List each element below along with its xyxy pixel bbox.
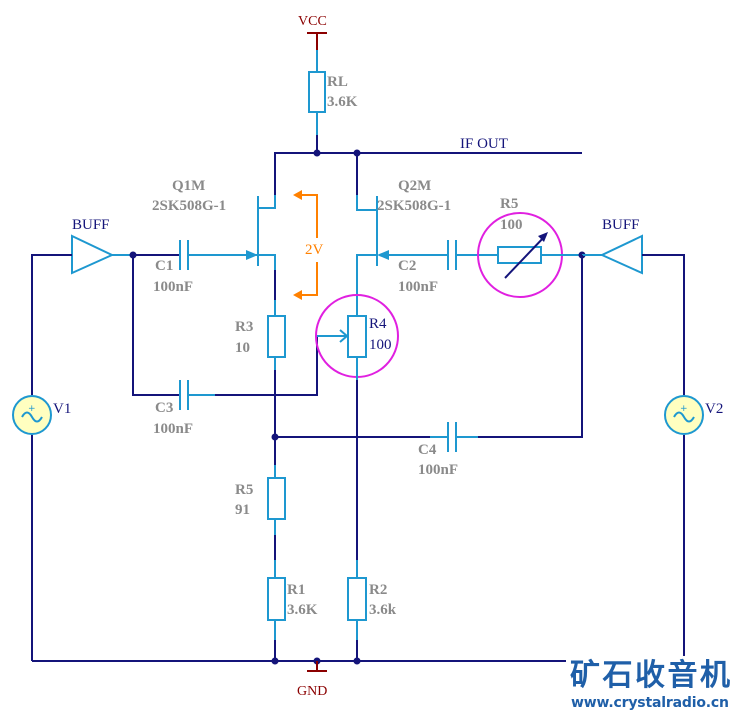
- voltage-annotation: 2V: [293, 190, 324, 300]
- vcc-label: VCC: [298, 14, 327, 29]
- buff-left-label: BUFF: [72, 217, 110, 233]
- source-v2: +: [664, 395, 704, 435]
- r1-value: 3.6K: [287, 602, 318, 618]
- q1-value: 2SK508G-1: [152, 198, 226, 214]
- q2-ref: Q2M: [398, 178, 431, 194]
- r4-ref: R4: [369, 316, 387, 332]
- c2-value: 100nF: [398, 279, 438, 295]
- watermark-url: www.crystalradio.cn: [571, 695, 729, 711]
- c1-ref: C1: [155, 258, 173, 274]
- resistor-rl: [308, 71, 326, 113]
- rl-ref: RL: [327, 74, 348, 90]
- r5-var-ref: R5: [500, 196, 518, 212]
- v2-label: V2: [705, 401, 723, 417]
- svg-text:+: +: [680, 404, 688, 414]
- if-out-label: IF OUT: [460, 136, 508, 152]
- q1-ref: Q1M: [172, 178, 205, 194]
- resistor-r5: [267, 477, 286, 520]
- r1-ref: R1: [287, 582, 305, 598]
- c1-value: 100nF: [153, 279, 193, 295]
- v1-label: V1: [53, 401, 71, 417]
- r2-ref: R2: [369, 582, 387, 598]
- resistor-r1: [267, 577, 286, 621]
- buff-right-label: BUFF: [602, 217, 640, 233]
- r3-ref: R3: [235, 319, 253, 335]
- watermark-logo: 矿石收音机 www.crystalradio.cn: [566, 640, 737, 714]
- r5-ref: R5: [235, 482, 253, 498]
- transistor-q1: [246, 195, 276, 270]
- gnd-label: GND: [297, 684, 327, 699]
- c3-value: 100nF: [153, 421, 193, 437]
- watermark-title: 矿石收音机: [570, 658, 730, 693]
- c2-ref: C2: [398, 258, 416, 274]
- vcc-symbol: VCC: [298, 14, 327, 50]
- r3-value: 10: [235, 340, 250, 356]
- c4-value: 100nF: [418, 462, 458, 478]
- source-v1: +: [12, 395, 52, 435]
- resistor-r2: [347, 577, 367, 621]
- gnd-symbol: GND: [297, 661, 327, 699]
- voltage-label: 2V: [305, 242, 324, 258]
- q2-value: 2SK508G-1: [377, 198, 451, 214]
- c4-ref: C4: [418, 442, 437, 458]
- svg-text:+: +: [28, 404, 36, 414]
- r5-value: 91: [235, 502, 250, 518]
- c3-ref: C3: [155, 400, 173, 416]
- buffer-right: [599, 234, 643, 275]
- capacitor-c1: [179, 240, 189, 270]
- r4-value: 100: [369, 337, 392, 353]
- r2-value: 3.6k: [369, 602, 397, 618]
- buffer-left: [71, 234, 115, 275]
- rl-value: 3.6K: [327, 94, 358, 110]
- if-out-net: [274, 152, 582, 195]
- r5-var-value: 100: [500, 217, 523, 233]
- resistor-r3: [267, 315, 286, 358]
